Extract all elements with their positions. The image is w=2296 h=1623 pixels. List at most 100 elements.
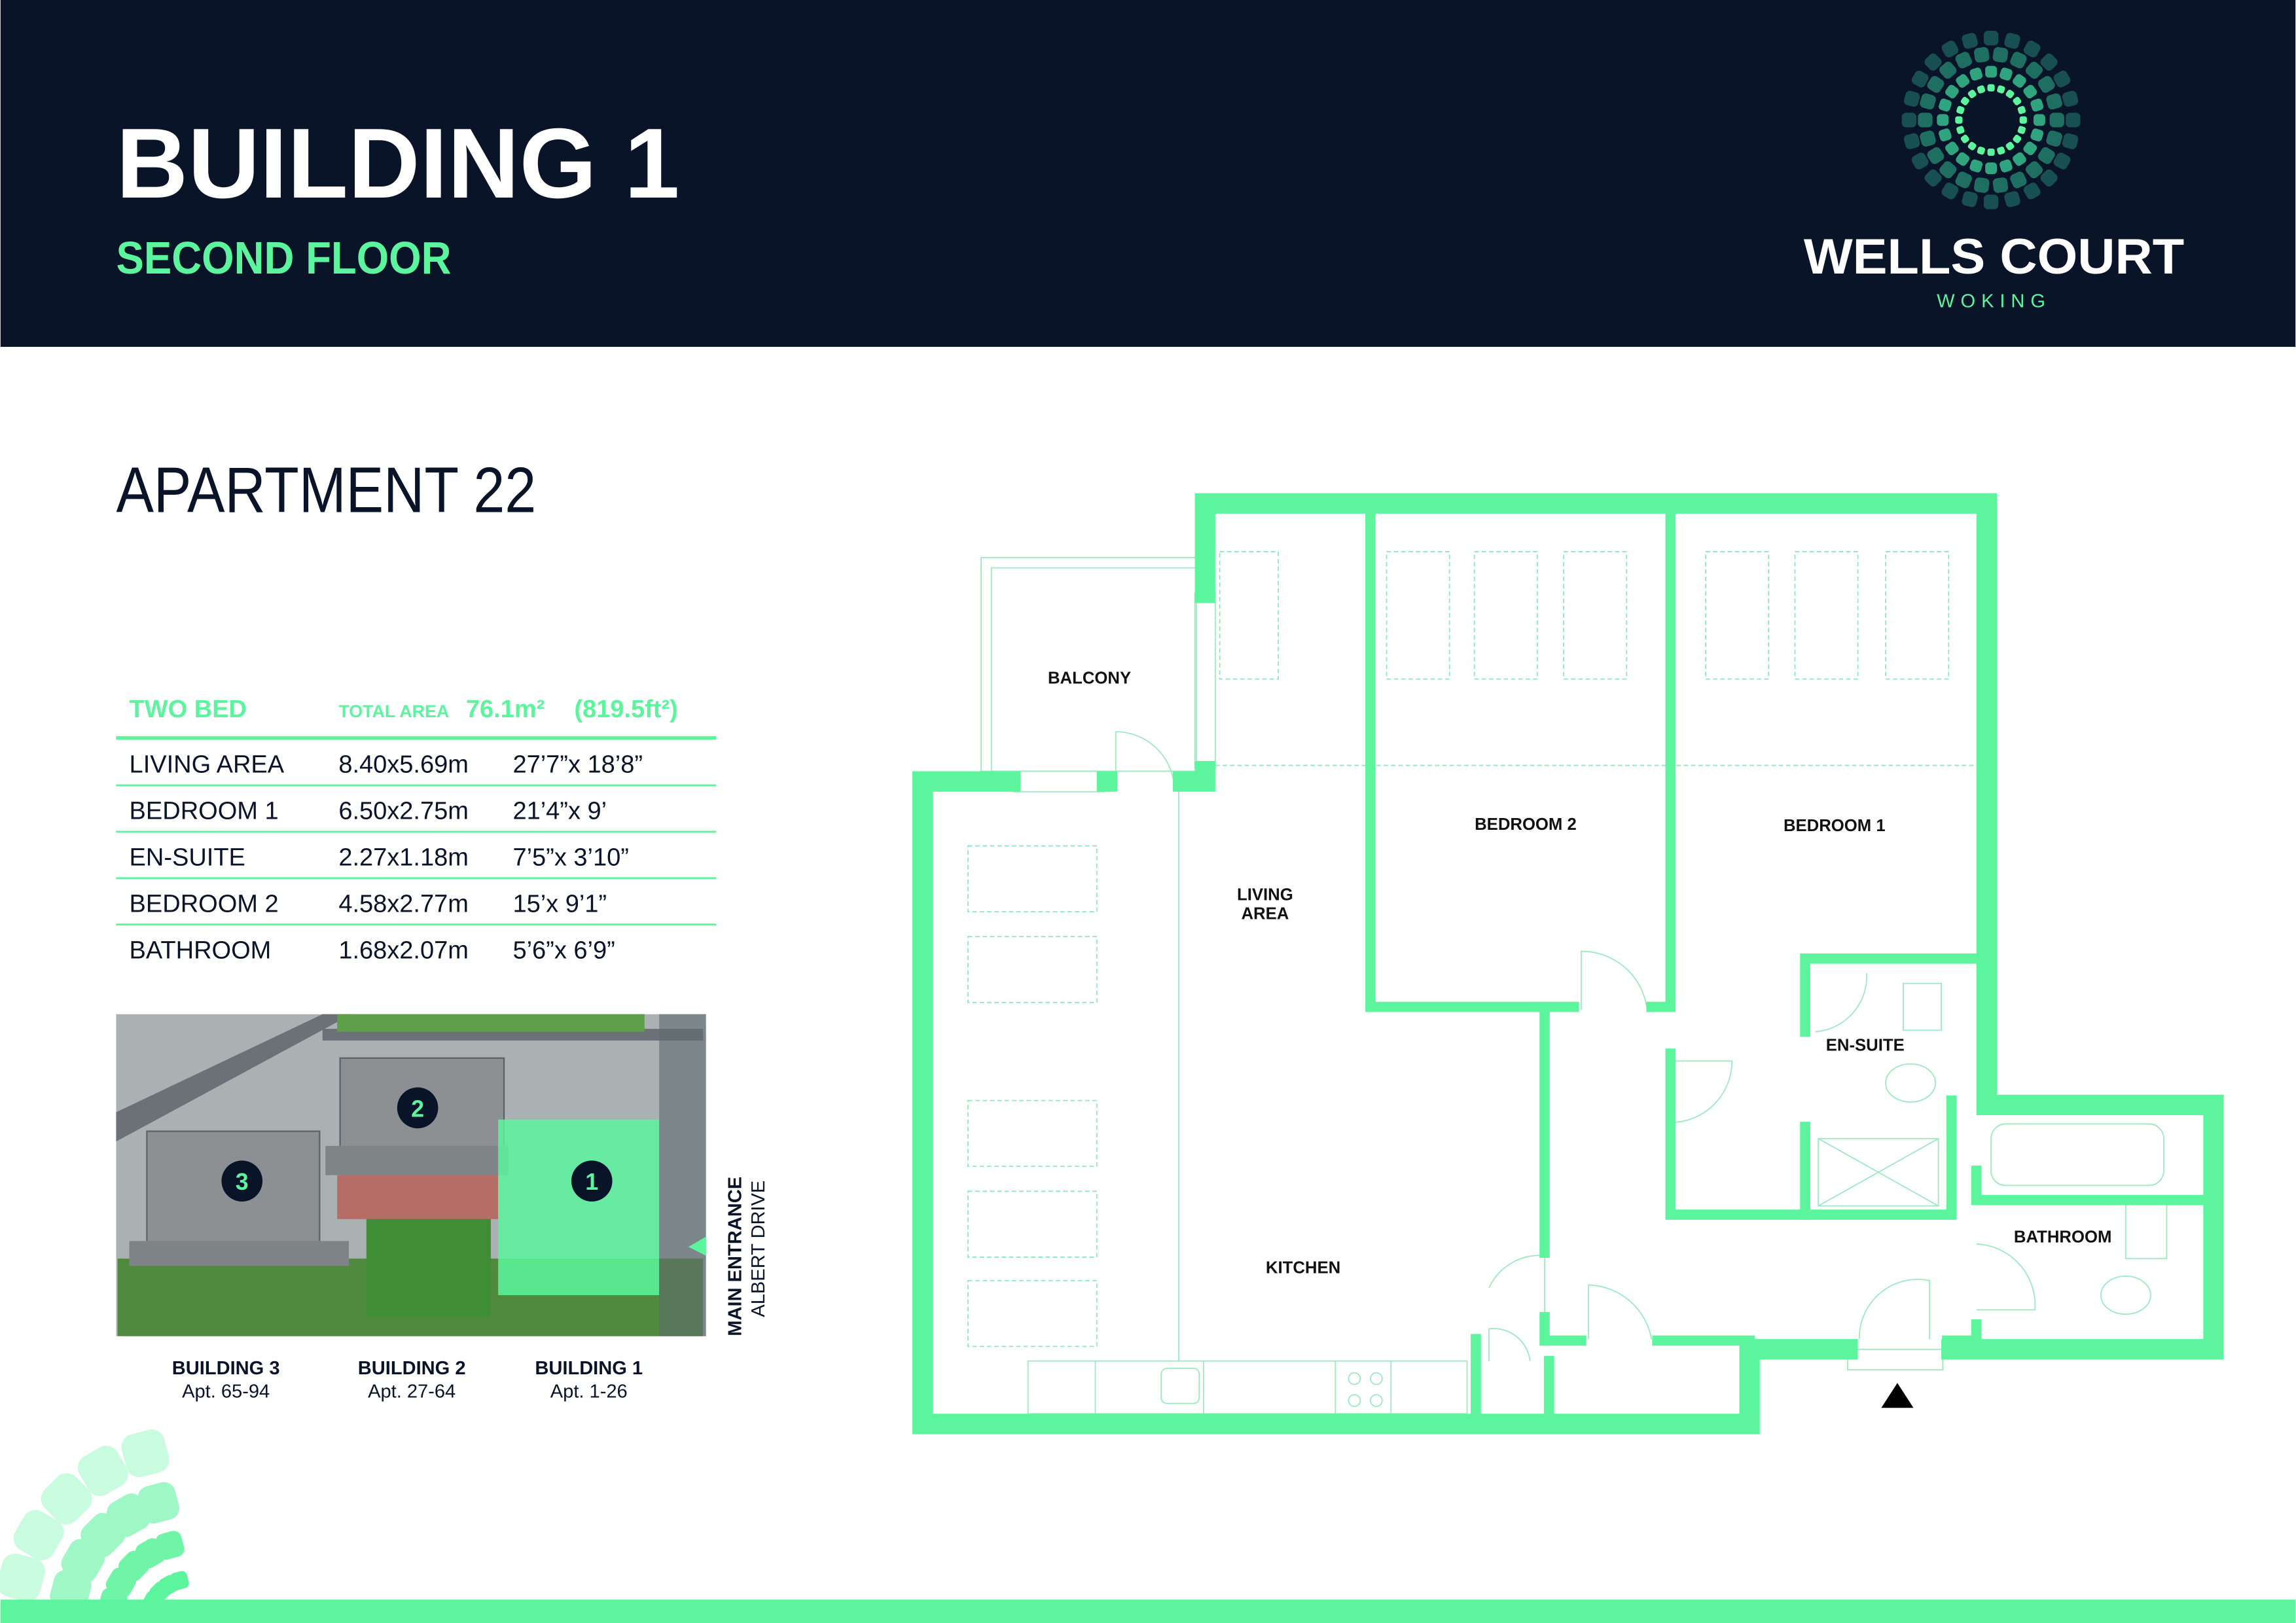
tile	[137, 1482, 179, 1524]
tile	[2004, 191, 2020, 207]
apartment-title: APARTMENT 22	[116, 454, 536, 526]
tile	[1956, 105, 1965, 115]
tile	[1945, 84, 1959, 99]
tile	[1927, 147, 1945, 164]
tile	[2010, 171, 2027, 188]
tile	[2017, 105, 2026, 115]
tile	[1997, 85, 2005, 94]
tile	[1955, 52, 1972, 69]
tile	[2040, 53, 2058, 71]
tile	[1969, 67, 1983, 81]
tile	[0, 1553, 45, 1602]
tile	[2023, 41, 2041, 58]
building-legend: BUILDING 3 Apt. 65-94 BUILDING 2 Apt. 27…	[172, 1358, 643, 1402]
tile	[1920, 93, 1936, 110]
tile	[1903, 133, 1920, 149]
tile	[2053, 152, 2071, 169]
spec-room: LIVING AREA	[130, 751, 285, 779]
tile	[1927, 76, 1945, 93]
tile	[1901, 113, 1917, 128]
main-entrance-label: MAIN ENTRANCE	[725, 1177, 745, 1336]
tile	[1924, 169, 1942, 187]
tile	[1992, 46, 2009, 63]
tile	[1920, 130, 1936, 147]
legend-building-3-apts: Apt. 65-94	[182, 1382, 270, 1402]
tile	[1977, 146, 1986, 155]
room-label-bedroom-1: BEDROOM 1	[1784, 817, 1886, 835]
tile	[1987, 84, 1995, 92]
row-divider	[116, 784, 717, 787]
marker-building-3: 3	[236, 1169, 249, 1195]
tile	[13, 1510, 64, 1561]
entrance-triangle-icon	[1881, 1383, 1914, 1408]
tile	[1973, 177, 1990, 193]
tile	[2013, 152, 2026, 166]
room-label-bathroom: BATHROOM	[2014, 1228, 2111, 1247]
tile	[1983, 30, 1999, 46]
tile	[2023, 183, 2041, 200]
tile	[1983, 194, 1999, 209]
tile	[1955, 171, 1972, 188]
header-band	[0, 0, 2296, 347]
room-label-bedroom-2: BEDROOM 2	[1475, 815, 1577, 834]
brand-name: WELLS COURT	[1804, 229, 2184, 285]
tile	[2046, 93, 2062, 110]
spec-metric: 4.58x2.77m	[338, 890, 469, 918]
tile	[2030, 128, 2044, 142]
spec-room: BEDROOM 1	[130, 798, 279, 825]
spec-metric: 2.27x1.18m	[338, 844, 469, 872]
tile	[1937, 114, 1949, 126]
tile	[2053, 70, 2071, 88]
tile	[1939, 161, 1957, 179]
floor-plan: BALCONY LIVING AREA BEDROOM 2 BEDROOM 1 …	[912, 493, 2224, 1435]
spec-imperial: 15’x 9’1”	[512, 890, 607, 918]
tile	[2013, 96, 2022, 105]
legend-building-2-apts: Apt. 27-64	[368, 1382, 456, 1402]
spec-metric: 8.40x5.69m	[338, 751, 469, 779]
row-divider	[116, 830, 717, 833]
spec-imperial: 21’4”x 9’	[512, 798, 607, 825]
tile	[1967, 141, 1977, 151]
tile	[1987, 148, 1995, 156]
specs-table: TWO BED TOTAL AREA 76.1m² (819.5ft²) LIV…	[116, 696, 717, 964]
total-area-ft2: (819.5ft²)	[574, 696, 677, 723]
legend-building-1: BUILDING 1	[535, 1358, 643, 1379]
tile	[121, 1429, 170, 1478]
spec-room: EN-SUITE	[130, 844, 245, 872]
tile	[1945, 141, 1959, 156]
total-area-m2: 76.1m²	[466, 696, 545, 723]
tile	[2049, 113, 2064, 128]
tile	[77, 1446, 128, 1497]
footer-band	[0, 1599, 2296, 1623]
tile	[2017, 126, 2026, 134]
tile	[1918, 113, 1933, 128]
tile	[1956, 152, 1970, 166]
tile	[41, 1473, 92, 1525]
tile	[1939, 62, 1957, 79]
tile	[2013, 134, 2022, 143]
room-label-balcony: BALCONY	[1048, 669, 1131, 687]
spec-room: BEDROOM 2	[130, 890, 279, 918]
tile	[1939, 128, 1952, 142]
spec-imperial: 5’6”x 6’9”	[512, 936, 615, 964]
entrance-street: ALBERT DRIVE	[748, 1181, 769, 1317]
tile	[2033, 114, 2045, 126]
tile	[2040, 169, 2058, 187]
tile	[155, 1531, 185, 1560]
tile	[1956, 74, 1970, 88]
tile	[2000, 67, 2013, 81]
tile	[2005, 141, 2015, 151]
corner-tiles-decoration-icon	[0, 1429, 189, 1623]
legend-building-2: BUILDING 2	[358, 1358, 466, 1379]
room-label-area: AREA	[1241, 904, 1289, 923]
tile	[1985, 65, 1998, 78]
tile	[1955, 116, 1963, 124]
tile	[1941, 41, 1959, 58]
legend-building-1-apts: Apt. 1-26	[550, 1382, 628, 1402]
tile	[1985, 162, 1998, 175]
tile	[2019, 116, 2027, 124]
tile	[2000, 159, 2013, 173]
spec-imperial: 27’7”x 18’8”	[512, 751, 643, 779]
room-label-living: LIVING	[1237, 885, 1293, 904]
